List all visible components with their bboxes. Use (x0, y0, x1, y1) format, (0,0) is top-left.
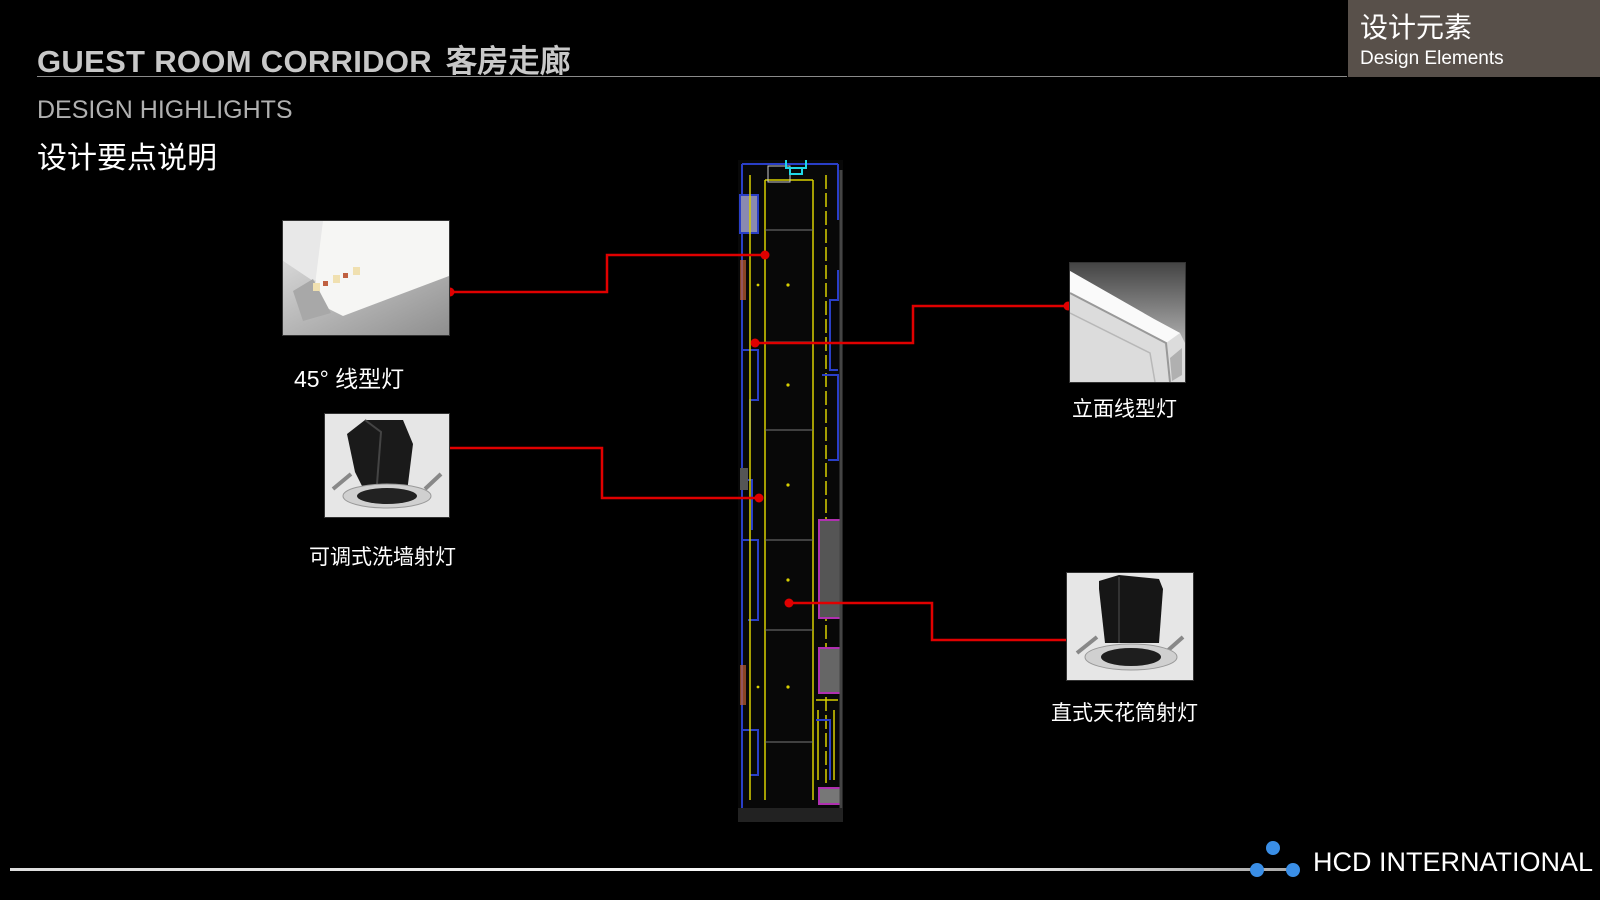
fixture-label-corner-linear-light: 45° 线型灯 (294, 366, 405, 392)
brand-name: HCD INTERNATIONAL (1313, 847, 1594, 877)
corner-linear-light-icon (282, 220, 450, 336)
fixture-label-ceiling-downlight: 直式天花筒射灯 (1051, 701, 1198, 725)
subtitle-english: DESIGN HIGHLIGHTS (37, 96, 293, 124)
hcd-logo-icon (1250, 841, 1300, 877)
title-chinese: 客房走廊 (445, 44, 572, 79)
header-divider (37, 76, 1347, 77)
badge-english: Design Elements (1360, 48, 1504, 69)
ceiling-downlight-icon (1066, 572, 1194, 681)
facade-linear-light-icon (1069, 262, 1186, 383)
badge-chinese: 设计元素 (1360, 12, 1473, 43)
fixture-label-wall-wash-spotlight: 可调式洗墙射灯 (309, 545, 456, 569)
corridor-floor-plan (738, 160, 843, 822)
adjustable-wall-wash-spotlight-icon (324, 413, 450, 518)
fixture-label-facade-linear-light: 立面线型灯 (1072, 397, 1177, 421)
subtitle-chinese: 设计要点说明 (37, 142, 217, 175)
footer-divider (10, 868, 1288, 871)
page-title: GUEST ROOM CORRIDOR 客房走廊 (37, 36, 571, 81)
section-badge: 设计元素 Design Elements (1348, 0, 1600, 77)
title-english: GUEST ROOM CORRIDOR (37, 44, 432, 79)
